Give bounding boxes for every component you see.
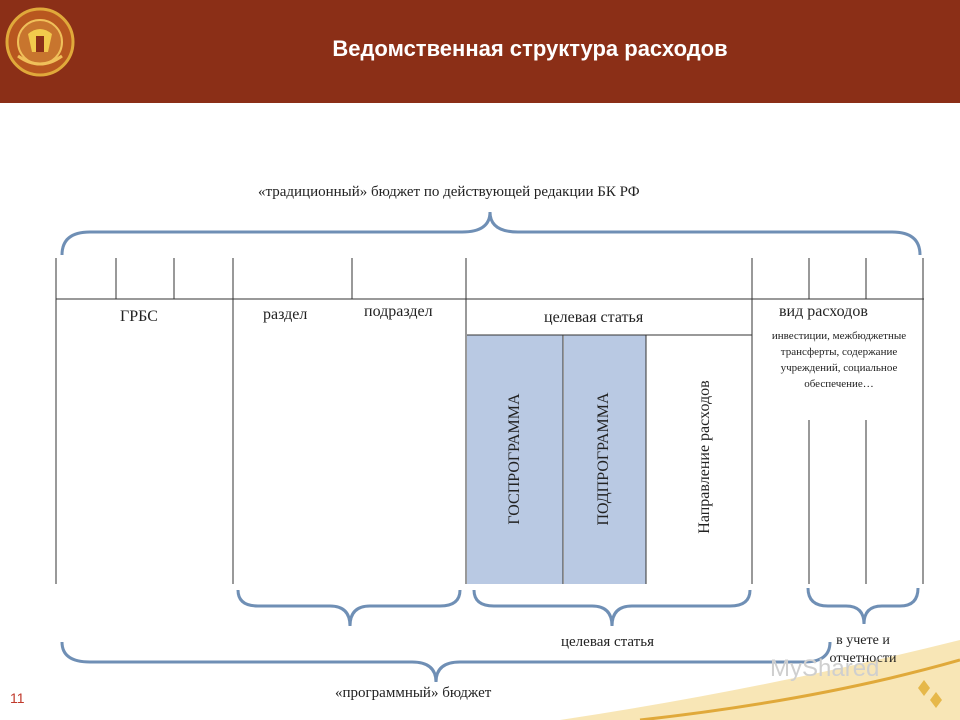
section-brace [236, 589, 462, 627]
column-grbs: ГРБС [120, 308, 158, 325]
state-program-cell [467, 335, 563, 584]
accounting-brace [806, 587, 920, 625]
slide-title: Ведомственная структура расходов [332, 36, 728, 61]
slide-header: Ведомственная структура расходов [0, 0, 960, 103]
traditional-budget-caption: «традиционный» бюджет по действующей ред… [258, 184, 640, 200]
watermark: MyShared [770, 655, 880, 682]
expense-direction-label: Направление расходов [696, 380, 713, 534]
program-budget-caption: «программный» бюджет [335, 685, 492, 701]
column-section: раздел [263, 306, 308, 323]
subprogram-label: ПОДПРОГРАММА [595, 392, 612, 526]
ornament-icon [918, 680, 942, 708]
subprogram-cell [564, 335, 646, 584]
column-target-article: целевая статья [544, 309, 644, 326]
chuvashia-emblem-icon [2, 6, 78, 83]
column-subsection: подраздел [364, 303, 433, 320]
target-article-caption: целевая статья [561, 634, 654, 650]
state-program-label: ГОСПРОГРАММА [506, 393, 523, 525]
page-number: 11 [10, 690, 25, 706]
accounting-caption: в учете и отчетности [829, 633, 897, 666]
column-expense-type: вид расходов [779, 303, 868, 320]
expense-type-examples: инвестиции, межбюджетные трансферты, сод… [771, 330, 907, 390]
program-brace [60, 641, 832, 683]
target-article-brace [472, 589, 752, 627]
top-brace [60, 211, 922, 256]
